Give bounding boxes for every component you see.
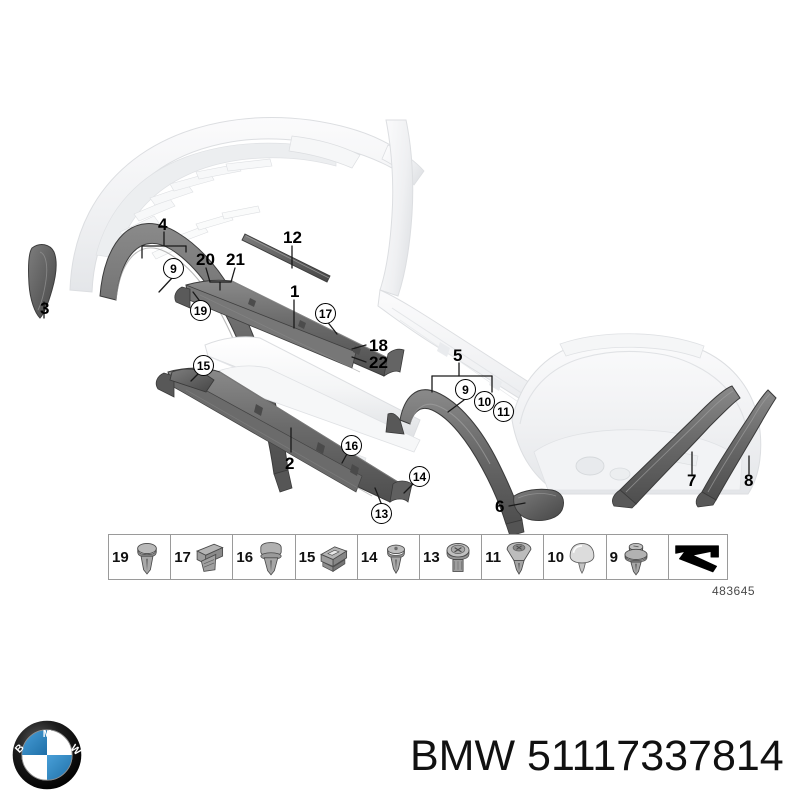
- part-3-arch-end-piece: [27, 244, 57, 319]
- callout-1: 1: [290, 282, 300, 301]
- legend-cell-9: 9: [607, 535, 669, 579]
- legend-number: 16: [236, 548, 254, 566]
- bmw-roundel-logo: B M W: [12, 720, 82, 790]
- wedge-clip-icon: [195, 543, 224, 572]
- callout-13: 13: [371, 503, 392, 524]
- callout-8: 8: [744, 471, 754, 490]
- callout-9-front: 9: [163, 258, 184, 279]
- legend-number: 15: [298, 548, 316, 566]
- legend-number: 19: [112, 548, 129, 566]
- part-12-trim-rod: [241, 233, 331, 283]
- callout-19: 19: [190, 300, 211, 321]
- callout-15: 15: [193, 355, 214, 376]
- ghost-rear-bumper: [511, 333, 762, 495]
- callout-7: 7: [687, 471, 697, 490]
- expanding-rivet-icon: [136, 542, 157, 575]
- legend-number: 13: [423, 548, 440, 566]
- legend-number: 11: [485, 548, 502, 566]
- callout-9-rear: 9: [455, 379, 476, 400]
- callout-5: 5: [453, 346, 463, 365]
- callout-11: 11: [493, 401, 514, 422]
- legend-cell-arrow: [669, 535, 727, 579]
- legend-cell-11: 11: [482, 535, 545, 579]
- legend-number: 17: [174, 548, 191, 566]
- callout-6: 6: [495, 497, 505, 516]
- callout-10: 10: [474, 391, 495, 412]
- legend-cell-13: 13: [420, 535, 483, 579]
- small-rivet-icon: [386, 544, 405, 574]
- part-7-rear-diffuser-trim: [612, 385, 741, 509]
- callout-12: 12: [283, 228, 302, 247]
- legend-number: 10: [547, 548, 565, 566]
- svg-text:M: M: [43, 728, 52, 740]
- drawing-code: 483645: [712, 584, 756, 598]
- callout-14: 14: [409, 466, 430, 487]
- callout-20: 20: [196, 250, 215, 269]
- callout-2: 2: [285, 454, 295, 473]
- callout-3: 3: [40, 299, 50, 318]
- brand-part-number: BMW 51117337814: [410, 732, 784, 780]
- callout-4: 4: [158, 215, 168, 234]
- push-rivet-icon: [260, 542, 282, 576]
- legend-number: 9: [609, 548, 618, 566]
- cap-plug-icon: [569, 542, 595, 575]
- callout-18: 18: [369, 336, 388, 355]
- callout-22: 22: [369, 353, 388, 372]
- fastener-legend: 19 17 16: [108, 534, 728, 580]
- legend-number: 14: [360, 548, 378, 566]
- leader-lines: [43, 231, 750, 507]
- direction-arrow-icon: [675, 545, 719, 573]
- cross-head-screw-icon: [446, 542, 470, 572]
- footer-bar: B M W BMW 51117337814: [0, 712, 800, 800]
- legend-cell-10: 10: [544, 535, 607, 579]
- stepped-rivet-icon: [624, 543, 648, 576]
- part-8-rear-corner-trim: [695, 389, 777, 508]
- part-1-sill-cover: [174, 279, 405, 377]
- legend-cell-15: 15: [296, 535, 358, 579]
- legend-cell-14: 14: [358, 535, 421, 579]
- part-5-rear-wheel-arch-trim: [385, 389, 525, 537]
- part-6-bumper-end-wedge: [513, 488, 564, 521]
- box-nut-clip-icon: [320, 546, 348, 573]
- legend-cell-16: 16: [233, 535, 296, 579]
- legend-cell-19: 19: [109, 535, 172, 579]
- funnel-clip-icon: [506, 542, 532, 575]
- part-2-lower-sill-panel: [155, 367, 413, 503]
- callout-16: 16: [341, 435, 362, 456]
- callout-21: 21: [226, 250, 245, 269]
- callout-17: 17: [315, 303, 336, 324]
- legend-cell-17: 17: [171, 535, 234, 579]
